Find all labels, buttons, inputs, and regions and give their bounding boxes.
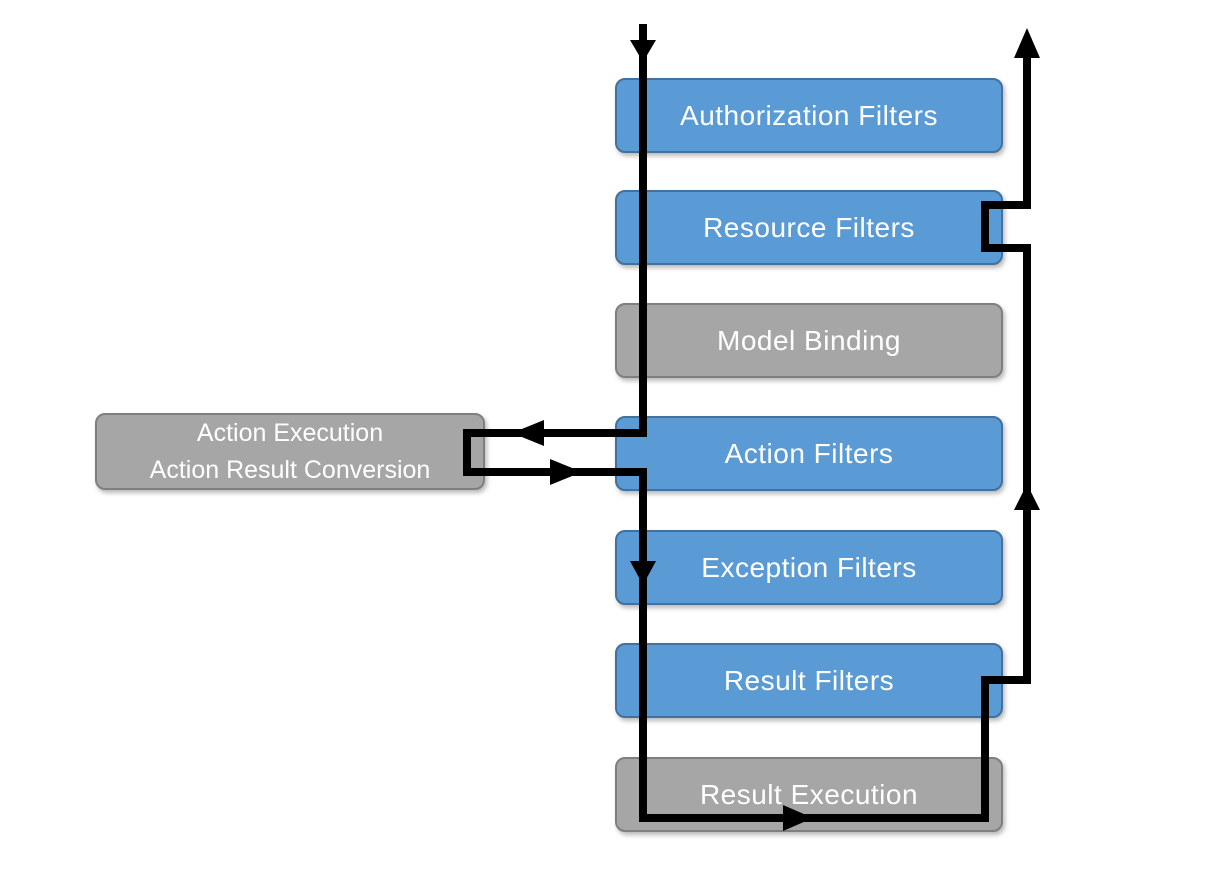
stage-model-binding: Model Binding xyxy=(615,303,1003,378)
stage-authorization-filters: Authorization Filters xyxy=(615,78,1003,153)
arrowhead-down-entry-icon xyxy=(630,40,656,62)
stage-action-filters: Action Filters xyxy=(615,416,1003,491)
stage-exception-filters: Exception Filters xyxy=(615,530,1003,605)
side-box-action-execution: Action Execution Action Result Conversio… xyxy=(95,413,485,490)
stage-label: Authorization Filters xyxy=(680,99,938,131)
arrowhead-left-to-action-execution-icon xyxy=(512,420,544,446)
side-box-line1: Action Execution xyxy=(196,418,384,447)
stage-result-filters: Result Filters xyxy=(615,643,1003,718)
arrowhead-up-exit-icon xyxy=(1014,28,1040,58)
arrowhead-up-return-icon xyxy=(1014,484,1040,510)
stage-result-execution: Result Execution xyxy=(615,757,1003,832)
stage-label: Exception Filters xyxy=(701,551,917,583)
side-box-line2: Action Result Conversion xyxy=(149,455,431,484)
stage-label: Result Filters xyxy=(723,664,895,696)
arrowhead-right-from-action-execution-icon xyxy=(550,459,582,485)
stage-resource-filters: Resource Filters xyxy=(615,190,1003,265)
stage-label: Resource Filters xyxy=(703,211,915,243)
stage-label: Model Binding xyxy=(717,324,901,356)
stage-label: Result Execution xyxy=(699,778,919,810)
stage-label: Action Filters xyxy=(724,437,894,469)
